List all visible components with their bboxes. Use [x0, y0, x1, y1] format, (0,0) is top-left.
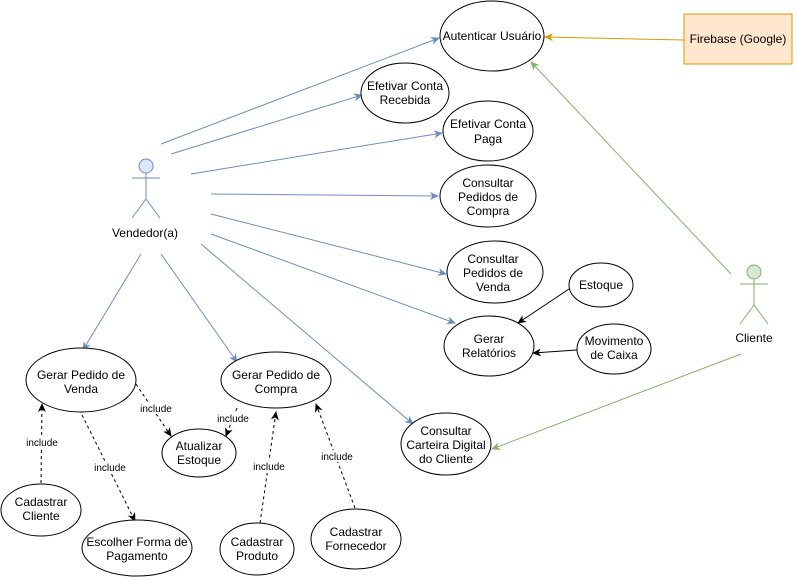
edge-include-cliente-venda [37, 403, 46, 484]
edge-vendedor-consultar-compra [210, 191, 439, 200]
use-case-label: Consultar [462, 176, 513, 190]
edge-include-venda-escolher [81, 414, 136, 522]
use-case-label: de Caixa [590, 348, 638, 362]
actor-label: Cliente [735, 331, 773, 345]
use-case-label: Cliente [22, 509, 60, 523]
use-case-label: Atualizar [176, 439, 223, 453]
use-case-cadastrar-fornecedor[interactable]: Cadastrar Fornecedor [310, 508, 402, 570]
use-case-label: Venda [64, 382, 98, 396]
use-case-label: Escolher Forma de [86, 535, 188, 549]
include-label: include [321, 452, 353, 463]
external-system-firebase[interactable]: Firebase (Google) [683, 13, 793, 65]
use-case-label: Gerar Pedido de [37, 368, 125, 382]
edge-estoque-gerar-relatorios [517, 288, 570, 324]
edge-vendedor-gerar-pedido-venda [82, 253, 142, 351]
edge-vendedor-efetivar-paga [190, 130, 443, 175]
edge-movimento-gerar-relatorios [532, 348, 578, 357]
use-case-label: Produto [236, 549, 278, 563]
use-case-label: Autenticar Usuário [443, 29, 542, 43]
use-case-label: Estoque [177, 453, 221, 467]
use-case-label: Compra [467, 204, 510, 218]
use-case-cadastrar-cliente[interactable]: Cadastrar Cliente [0, 483, 82, 537]
use-case-autenticar[interactable]: Autenticar Usuário [439, 0, 545, 72]
use-case-consultar-carteira[interactable]: Consultar Carteira Digital do Cliente [400, 412, 492, 476]
use-case-atualizar-estoque[interactable]: Atualizar Estoque [161, 428, 237, 478]
edges-vendedor [82, 37, 456, 425]
use-case-label: Cadastrar [330, 525, 383, 539]
edge-include-compra-atualizar [225, 407, 238, 437]
use-case-label: Efetivar Conta [450, 117, 526, 131]
use-case-consultar-compra[interactable]: Consultar Pedidos de Compra [439, 164, 537, 228]
use-case-gerar-pedido-venda[interactable]: Gerar Pedido de Venda [25, 347, 137, 413]
edge-vendedor-efetivar-recebida [170, 93, 363, 155]
use-case-efetivar-recebida[interactable]: Efetivar Conta Recebida [360, 62, 450, 124]
edge-cliente-consultar-carteira [491, 353, 742, 450]
external-system-label: Firebase (Google) [690, 32, 787, 46]
use-case-label: Gerar Pedido de [232, 368, 320, 382]
edge-vendedor-gerar-relatorios [210, 233, 456, 325]
include-label: include [94, 463, 126, 474]
use-case-label: do Cliente [419, 452, 473, 466]
use-case-label: Recebida [380, 93, 431, 107]
use-case-label: Pedidos de [463, 266, 523, 280]
actor-vendedor[interactable]: Vendedor(a) [112, 158, 178, 240]
include-label: include [253, 462, 285, 473]
use-case-gerar-relatorios[interactable]: Gerar Relatórios [443, 315, 535, 377]
include-label: include [26, 438, 58, 449]
include-label: include [217, 414, 249, 425]
use-case-label: Movimento [585, 334, 644, 348]
use-case-label: Carteira Digital [406, 438, 485, 452]
use-case-label: Consultar [420, 424, 471, 438]
use-case-gerar-pedido-compra[interactable]: Gerar Pedido de Compra [220, 351, 332, 409]
edge-vendedor-consultar-venda [210, 213, 447, 276]
use-case-label: Estoque [579, 278, 623, 292]
use-case-label: Pedidos de [458, 190, 518, 204]
actor-head-icon [746, 264, 762, 280]
actor-head-icon [138, 158, 154, 174]
edge-cliente-autenticar [530, 61, 732, 275]
actor-cliente[interactable]: Cliente [735, 264, 773, 345]
use-case-label: Consultar [467, 252, 518, 266]
use-case-label: Relatórios [462, 346, 516, 360]
use-case-label: Pagamento [106, 549, 168, 563]
use-case-label: Gerar [474, 332, 505, 346]
use-case-estoque[interactable]: Estoque [568, 262, 634, 308]
include-label: include [140, 404, 172, 415]
use-case-label: Cadastrar [15, 495, 68, 509]
use-case-label: Cadastrar [231, 535, 284, 549]
use-case-label: Fornecedor [325, 539, 386, 553]
use-case-label: Efetivar Conta [367, 79, 443, 93]
actor-label: Vendedor(a) [112, 226, 178, 240]
use-case-label: Compra [255, 382, 298, 396]
edge-vendedor-gerar-pedido-compra [160, 253, 238, 363]
use-case-consultar-venda[interactable]: Consultar Pedidos de Venda [446, 240, 544, 304]
use-case-movimento-caixa[interactable]: Movimento de Caixa [576, 323, 652, 375]
edge-vendedor-consultar-carteira [200, 243, 414, 425]
use-case-label: Paga [474, 132, 502, 146]
edge-vendedor-autenticar [160, 37, 440, 145]
use-case-cadastrar-produto[interactable]: Cadastrar Produto [219, 522, 295, 576]
use-case-escolher-pagamento[interactable]: Escolher Forma de Pagamento [81, 519, 193, 577]
use-case-efetivar-paga[interactable]: Efetivar Conta Paga [442, 100, 534, 162]
use-case-label: Venda [476, 280, 510, 294]
edge-firebase-autenticar [544, 33, 685, 42]
